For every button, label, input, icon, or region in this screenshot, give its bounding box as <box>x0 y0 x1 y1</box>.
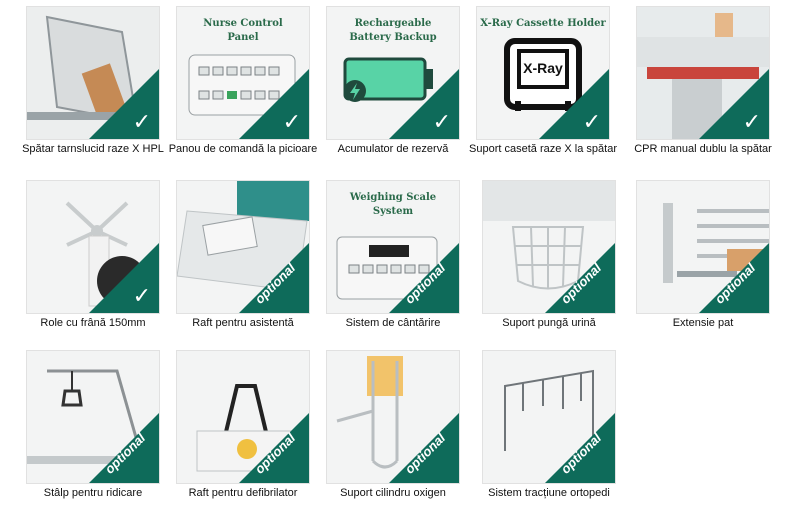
product-image: Weighing Scale System optional <box>326 180 460 314</box>
product-image: optional <box>176 180 310 314</box>
check-icon: ✓ <box>132 283 151 308</box>
product-image: optional <box>636 180 770 314</box>
product-image: optional <box>326 350 460 484</box>
traction-frame-image <box>504 369 594 451</box>
product-caption: Raft pentru defibrilator <box>188 487 298 499</box>
tile-title: Nurse Control Panel <box>203 18 283 43</box>
product-caption: Raft pentru asistentă <box>192 317 294 329</box>
product-caption: Panou de comandă la picioare <box>168 143 318 155</box>
tile-title: Weighing Scale System <box>349 192 437 217</box>
product-image: optional <box>176 350 310 484</box>
check-icon: ✓ <box>742 109 761 134</box>
product-image: optional <box>482 180 616 314</box>
product-image: X-Ray Cassette Holder X-Ray ✓ <box>476 6 610 140</box>
product-caption: Sistem de cântărire <box>345 317 441 329</box>
tile-title: X-Ray Cassette Holder <box>480 18 606 29</box>
tile-title: Rechargeable Battery Backup <box>349 18 437 43</box>
check-icon: ✓ <box>132 109 151 134</box>
product-caption: Acumulator de rezervă <box>337 143 449 155</box>
lifting-pole-image <box>27 369 159 464</box>
bed-extension-image <box>663 203 769 283</box>
nurse-shelf-image <box>177 181 309 292</box>
urine-bag-holder-image <box>483 181 615 290</box>
product-caption: Suport casetă raze X la spătar <box>469 143 617 155</box>
check-icon: ✓ <box>282 109 301 134</box>
product-image: optional <box>482 350 616 484</box>
product-image: Rechargeable Battery Backup ✓ <box>326 6 460 140</box>
product-caption: Sistem tracțiune ortopedi <box>488 487 610 499</box>
product-image: ✓ <box>636 6 770 140</box>
product-caption: Suport pungă urină <box>502 317 596 329</box>
product-caption: Extensie pat <box>672 317 734 329</box>
product-caption: CPR manual dublu la spătar <box>634 143 772 155</box>
scale-panel-image <box>336 236 438 300</box>
oxygen-holder-image <box>336 356 403 469</box>
check-icon: ✓ <box>582 109 601 134</box>
product-image: Nurse Control Panel ✓ <box>176 6 310 140</box>
product-image: optional <box>26 350 160 484</box>
check-icon: ✓ <box>432 109 451 134</box>
product-caption: Role cu frână 150mm <box>40 317 146 329</box>
product-image: ✓ <box>26 180 160 314</box>
product-image: ✓ <box>26 6 160 140</box>
product-caption: Spătar tarnslucid raze X HPL <box>22 143 164 155</box>
defibrillator-shelf-image <box>196 384 298 472</box>
xray-screen-label: X-Ray <box>523 60 563 76</box>
product-caption: Stâlp pentru ridicare <box>43 487 143 499</box>
product-caption: Suport cilindru oxigen <box>340 487 446 499</box>
